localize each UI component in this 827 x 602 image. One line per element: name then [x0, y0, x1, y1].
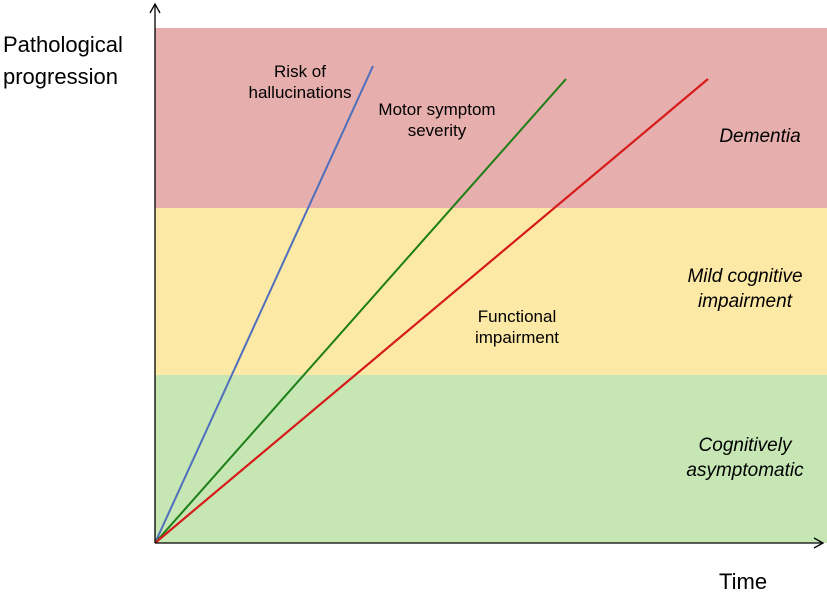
dementia-label: Dementia: [719, 126, 801, 147]
zone-mild-cognitive-impairment: [155, 208, 827, 375]
hallucination-risk-label: Risk of hallucinations: [248, 62, 352, 103]
zone-dementia: [155, 28, 827, 208]
motor-symptom-line: [154, 78, 567, 544]
mild-cognitive-impairment-label: Mild cognitive impairment: [687, 266, 803, 312]
zone-cognitively-asymptomatic: [155, 375, 827, 543]
cognitively-asymptomatic-label: Cognitively asymptomatic: [686, 435, 804, 481]
functional-impairment-line: [154, 78, 709, 544]
y-axis-label: Pathological progression: [3, 32, 123, 89]
functional-impairment-label: Functional impairment: [474, 307, 560, 348]
motor-symptom-label: Motor symptom severity: [378, 100, 496, 141]
hallucination-risk-line: [154, 65, 374, 544]
x-axis-label: Time: [719, 569, 768, 594]
